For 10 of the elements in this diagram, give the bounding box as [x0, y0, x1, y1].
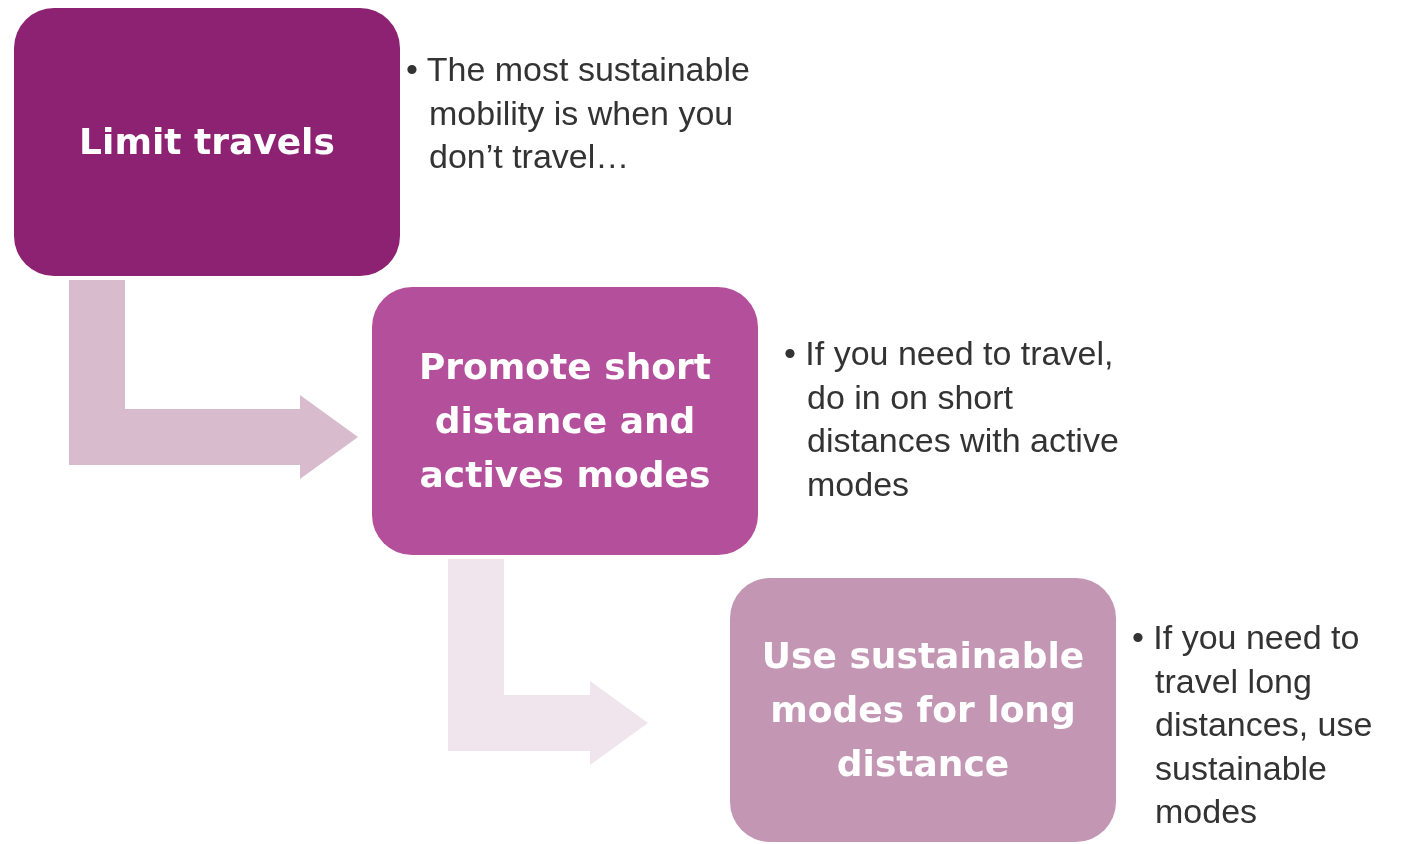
bullet-note: • If you need to travel long distances, use sustainable modes — [1132, 617, 1374, 833]
step-title: Use sustainable modes for long distance — [760, 634, 1086, 786]
bullet-note: • If you need to travel, do in on short distances with active modes — [784, 333, 1120, 505]
step-box — [14, 8, 400, 276]
step-box — [372, 287, 758, 555]
bent-arrow — [448, 559, 648, 765]
bullet-note: • The most sustainable mobility is when you don’t travel… — [406, 49, 751, 178]
step-box — [730, 578, 1116, 842]
step-title: Limit travels — [79, 120, 335, 164]
step-title: Promote short distance and actives modes — [418, 345, 712, 497]
